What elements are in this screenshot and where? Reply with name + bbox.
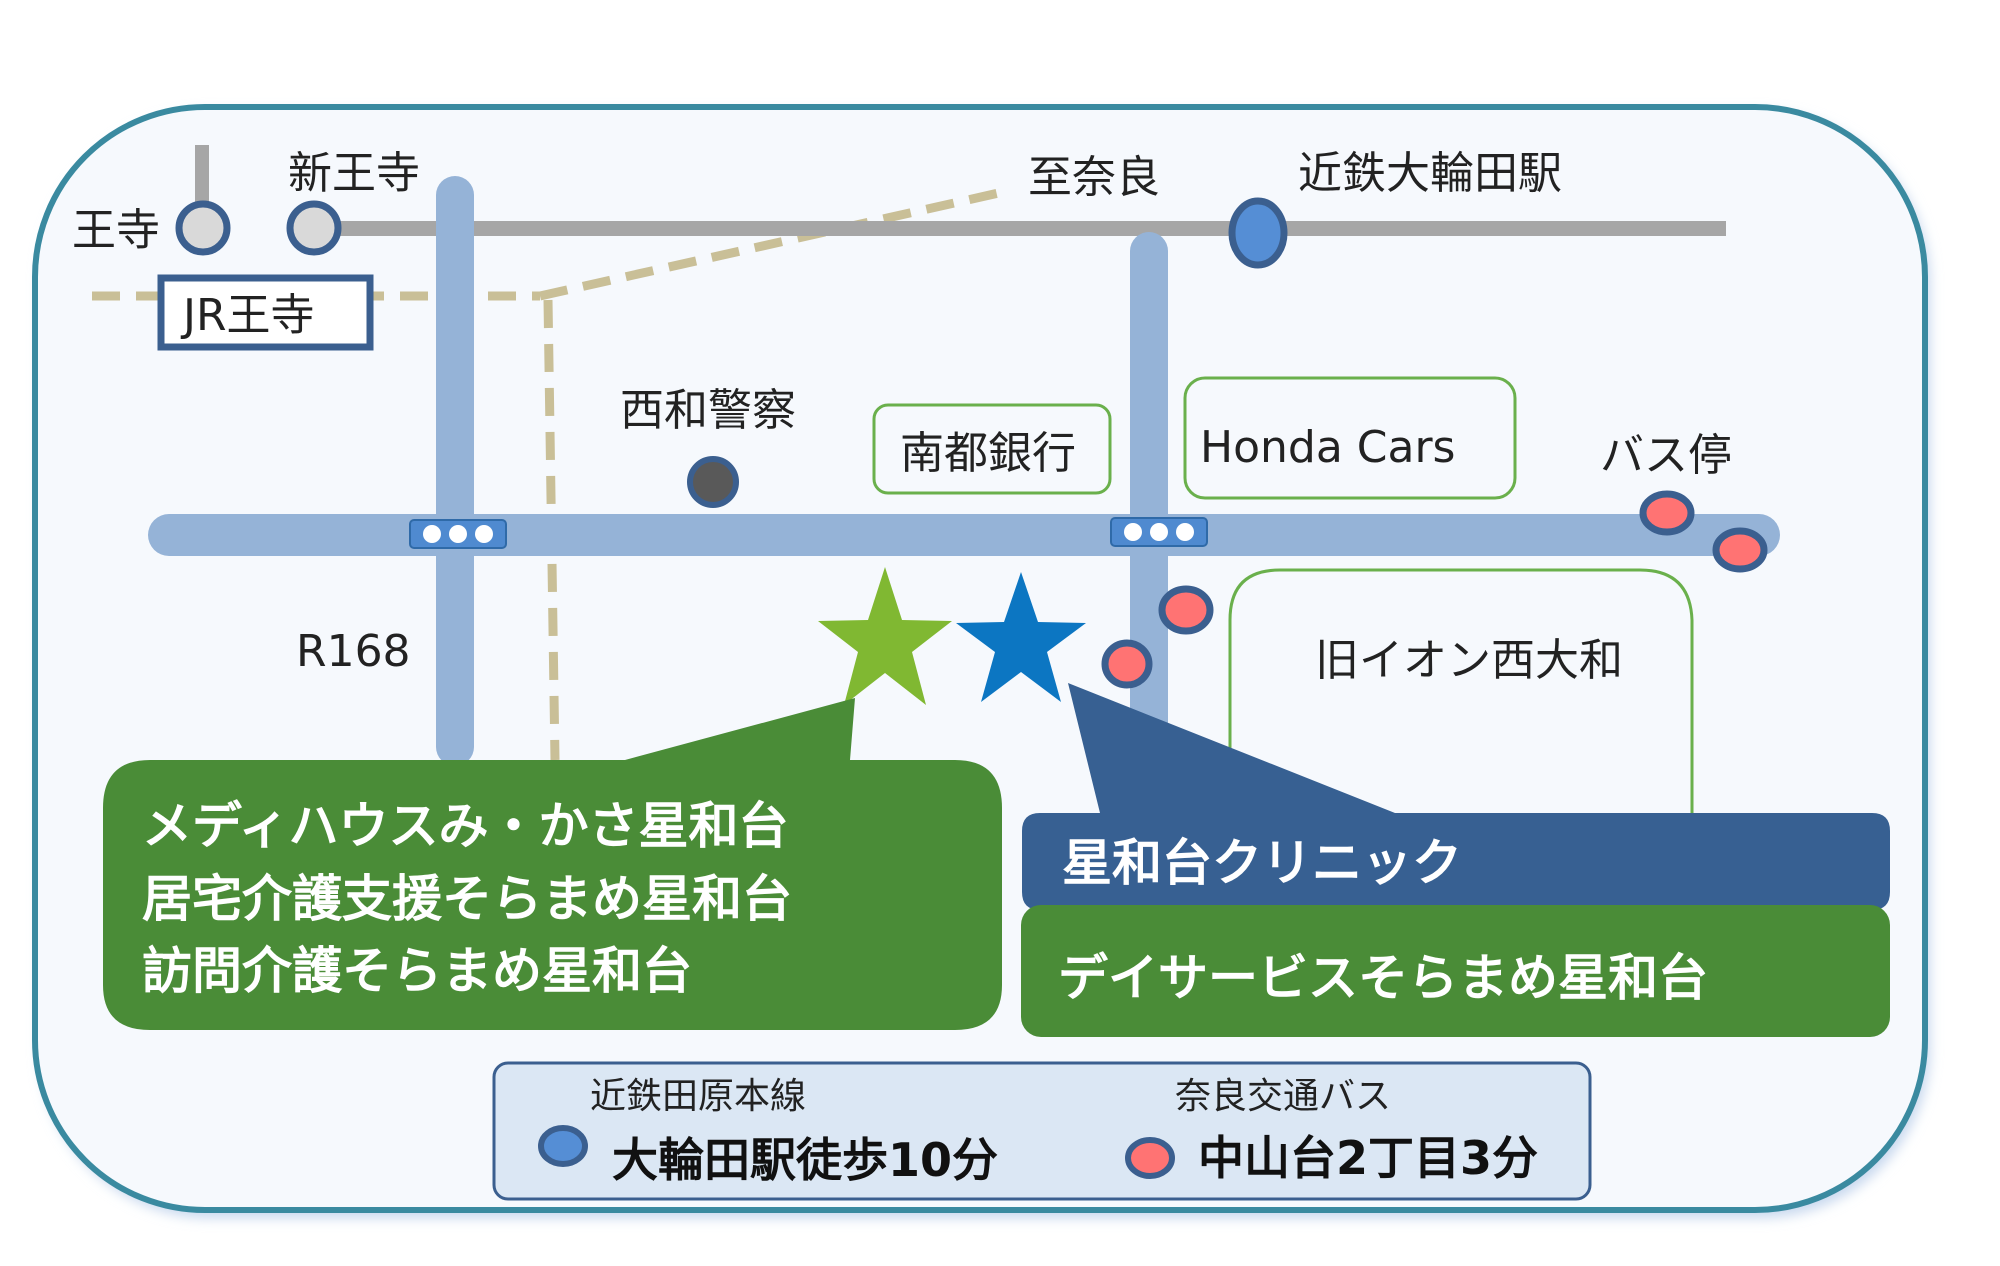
legend-bus-icon — [1125, 1137, 1175, 1179]
label-r168: R168 — [296, 626, 411, 677]
honda-box — [1183, 376, 1517, 500]
station-oji-icon — [175, 200, 231, 256]
callout-green-line-2: 居宅介護支援そらまめ星和台 — [142, 870, 792, 928]
station-owada-icon — [1228, 197, 1288, 269]
road-east — [1130, 232, 1168, 792]
bus-stop-icon — [1158, 585, 1214, 635]
label-to-nara: 至奈良 — [1028, 152, 1160, 203]
traffic-light-icon — [409, 519, 507, 549]
legend-bus-line: 奈良交通バス — [1175, 1076, 1391, 1117]
blue-callout — [1022, 683, 1890, 910]
legend: 近鉄田原本線 大輪田駅徒歩10分 奈良交通バス 中山台2丁目3分 — [492, 1061, 1592, 1201]
road-main — [148, 514, 1780, 556]
police-icon — [687, 456, 739, 508]
label-bus-stop: バス停 — [1600, 430, 1732, 481]
callout-day-service: デイサービスそらまめ星和台 — [1058, 949, 1708, 1007]
day-service-box — [1021, 905, 1890, 1037]
legend-train-access: 大輪田駅徒歩10分 — [612, 1133, 998, 1187]
bank-box — [872, 403, 1112, 495]
label-kintetsu-owada: 近鉄大輪田駅 — [1298, 148, 1562, 199]
label-jr-oji: JR王寺 — [180, 290, 315, 341]
legend-box — [492, 1061, 1592, 1201]
star-green-icon — [818, 567, 952, 705]
former-aeon-box — [1228, 568, 1694, 820]
legend-bus-access: 中山台2丁目3分 — [1198, 1131, 1538, 1185]
label-honda: Honda Cars — [1200, 422, 1455, 473]
jr-oji-box — [157, 274, 374, 351]
callout-clinic: 星和台クリニック — [1062, 834, 1462, 892]
green-callout — [103, 698, 1002, 1030]
callout-green-line-1: メディハウスみ・かさ星和台 — [142, 797, 789, 855]
legend-train-line: 近鉄田原本線 — [590, 1076, 806, 1117]
label-police: 西和警察 — [620, 385, 796, 436]
label-former-aeon: 旧イオン西大和 — [1315, 635, 1623, 686]
bus-stop-icon — [1639, 490, 1695, 536]
road-r168 — [436, 176, 474, 766]
label-oji: 王寺 — [72, 205, 160, 256]
bus-stop-icon — [1101, 639, 1153, 689]
station-shin-oji-icon — [286, 200, 342, 256]
star-blue-icon — [956, 572, 1086, 702]
legend-station-icon — [538, 1125, 588, 1167]
traffic-light-icon — [1110, 517, 1208, 547]
label-shin-oji: 新王寺 — [288, 148, 420, 199]
label-bank: 南都銀行 — [900, 428, 1076, 479]
callout-green-line-3: 訪問介護そらまめ星和台 — [142, 942, 692, 1000]
bus-stop-icon — [1712, 527, 1768, 573]
bus-stops — [1101, 490, 1768, 689]
